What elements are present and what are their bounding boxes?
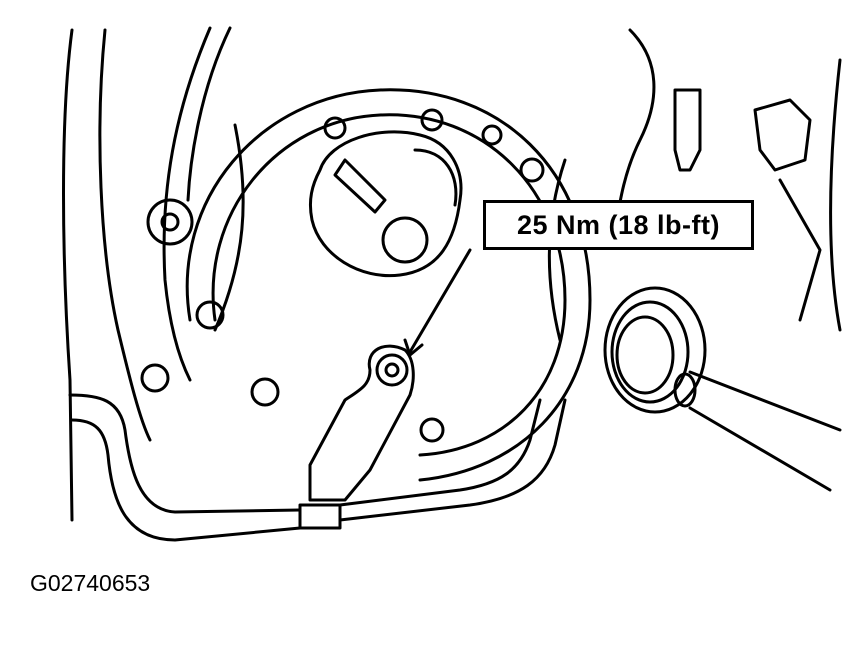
lever-nut-inner: [384, 362, 400, 378]
lever-clip: [298, 503, 342, 530]
bolt-boss-8: [420, 108, 444, 132]
bolt-boss-1: [146, 198, 194, 246]
actuator-plate-hole: [381, 216, 429, 264]
callout-leader-line: [408, 248, 472, 354]
cover-rib-1: [213, 123, 245, 332]
cover-inner-ring: [211, 113, 567, 457]
cv-boot-ring-2: [615, 315, 675, 395]
actuator-plate-slot: [333, 158, 387, 214]
upper-bracket: [673, 88, 702, 172]
housing-inner-curve: [98, 28, 152, 442]
bolt-boss-6: [519, 157, 545, 183]
housing-right-edge-2: [778, 178, 822, 322]
lever-nut: [375, 353, 409, 387]
cv-boot-ring-3: [673, 372, 697, 408]
upper-connector: [753, 98, 812, 172]
actuator-lobe: [413, 148, 458, 207]
figure-id-label: G02740653: [30, 570, 151, 596]
actuator-plate: [308, 130, 463, 278]
drive-shaft: [688, 370, 842, 492]
cover-rib-2: [547, 158, 567, 342]
bolt-boss-1-inner: [160, 212, 180, 232]
bolt-boss-9: [481, 124, 503, 146]
shift-cable-right-upper: [338, 398, 542, 507]
bolt-boss-3: [140, 363, 170, 393]
housing-outline-left: [62, 28, 74, 522]
shift-cable-right-lower: [338, 398, 567, 522]
housing-edge-curve-2: [162, 26, 212, 382]
bolt-boss-4: [250, 377, 280, 407]
cv-boot-ring-1: [610, 300, 690, 404]
callout-leader-arrow: [403, 338, 424, 357]
housing-right-edge: [829, 58, 842, 332]
housing-edge-curve: [186, 26, 232, 202]
cover-outer-ring: [185, 88, 592, 482]
bolt-boss-2: [195, 300, 225, 330]
torque-spec-label: 25 Nm (18 lb-ft): [516, 209, 721, 240]
shift-lever-arm: [308, 344, 415, 502]
shift-cable-lower: [70, 418, 302, 542]
bolt-boss-7: [323, 116, 347, 140]
shift-cable-upper: [68, 393, 302, 514]
bolt-boss-5: [419, 417, 445, 443]
torque-callout: 25 Nm (18 lb-ft): [483, 200, 754, 250]
cv-boot-outer: [603, 286, 707, 414]
